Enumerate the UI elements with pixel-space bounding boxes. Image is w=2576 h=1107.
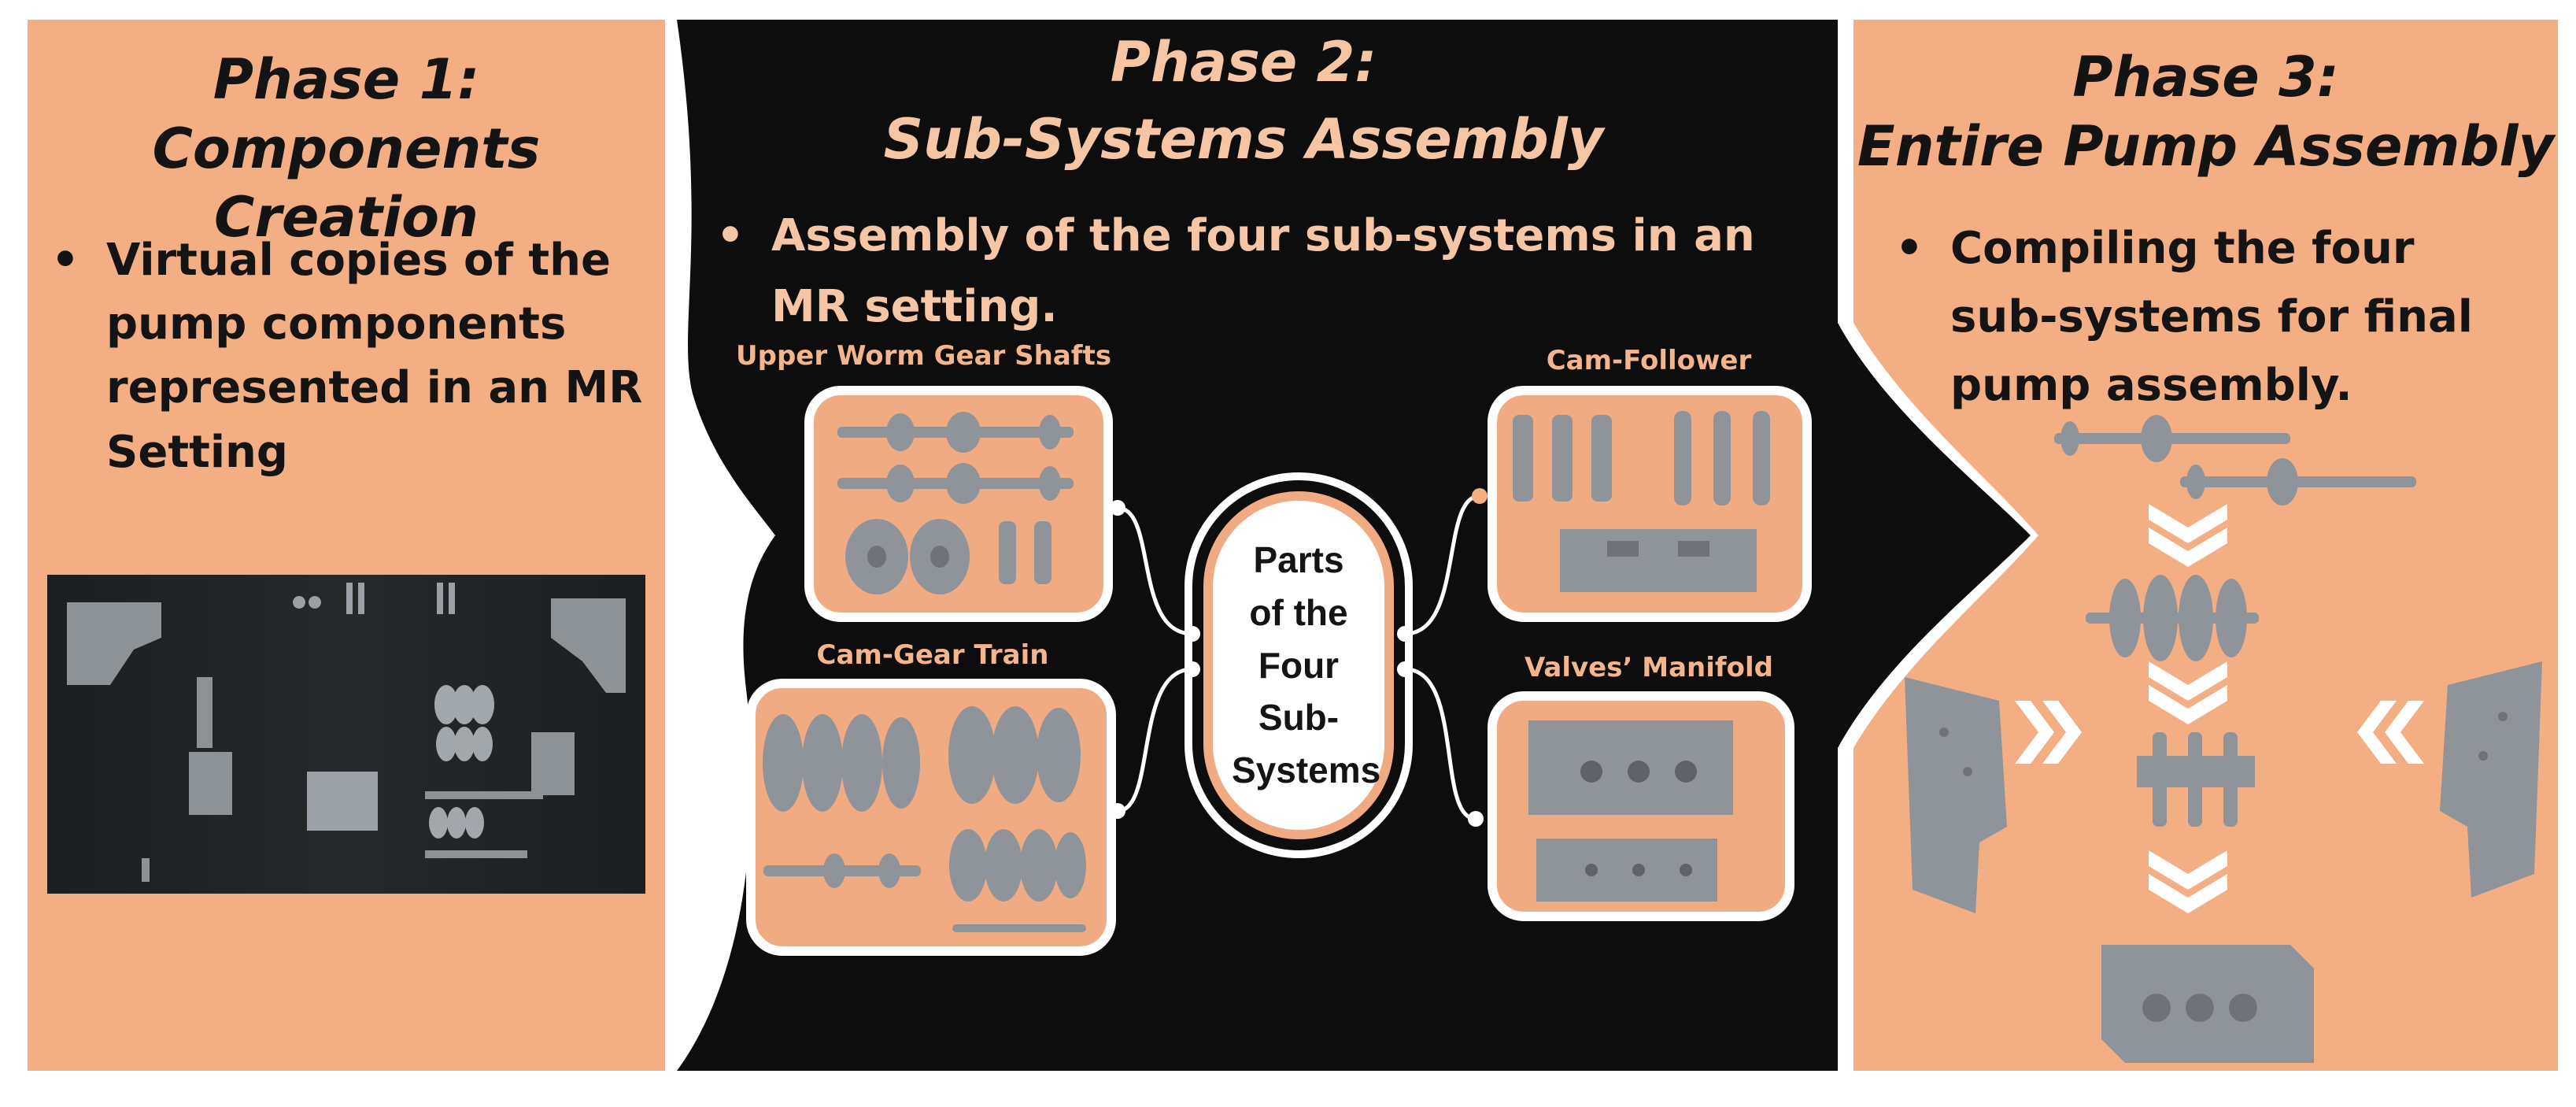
phase1-panel [28,20,665,1071]
phase1-title-line1: Phase 1: [213,47,480,112]
phase2-title-line2: Sub-Systems Assembly [883,107,1604,172]
center-pill: Parts of the Four Sub-Systems [1203,491,1394,839]
box-valves [1488,691,1794,921]
box-upper-worm [804,386,1113,622]
cam-follower-illustration [1513,411,1770,592]
box-cam-gear [746,679,1116,956]
center-label: Parts of the Four Sub-Systems [1232,539,1381,791]
center-pill-outer: Parts of the Four Sub-Systems [1185,472,1413,858]
phase1-bullet-text: Virtual copies of the pump components re… [106,235,643,478]
phase2-bullet-text: Assembly of the four sub-systems in an M… [771,210,1755,332]
cam-gear-illustration [763,706,1086,932]
bullet-dot: • [716,210,745,261]
bullet-dot: • [1895,223,1924,274]
phase3-bullet-text: Compiling the four sub-systems for final… [1950,223,2473,411]
caption-valves: Valves’ Manifold [1524,652,1774,683]
worm-shafts-illustration [837,412,1074,594]
valves-illustration [1528,720,1733,902]
phase1-bullet: • Virtual copies of the pump components … [51,228,649,484]
phase3-bullet: • Compiling the four sub-systems for fin… [1895,215,2533,420]
caption-upper-worm: Upper Worm Gear Shafts [736,340,1112,372]
phase2-bullet: • Assembly of the four sub-systems in an… [716,201,1826,342]
box-cam-follower [1488,386,1812,622]
pump-assembly-illustration [1905,415,2542,1063]
phase3-title: Phase 3: Entire Pump Assembly [1853,43,2558,181]
phase3-title-line2: Entire Pump Assembly [1857,113,2555,179]
phase2-title: Phase 2: Sub-Systems Assembly [858,24,1629,178]
components-image [47,575,645,894]
phase3-title-line1: Phase 3: [2072,45,2339,109]
phase1-title-line2: Components Creation [152,116,541,250]
phase2-title-line1: Phase 2: [1110,30,1377,94]
caption-cam-gear: Cam-Gear Train [816,639,1049,671]
phase1-title: Phase 1: Components Creation [28,46,665,253]
caption-cam-follower: Cam-Follower [1546,345,1752,376]
bullet-dot: • [51,235,79,286]
